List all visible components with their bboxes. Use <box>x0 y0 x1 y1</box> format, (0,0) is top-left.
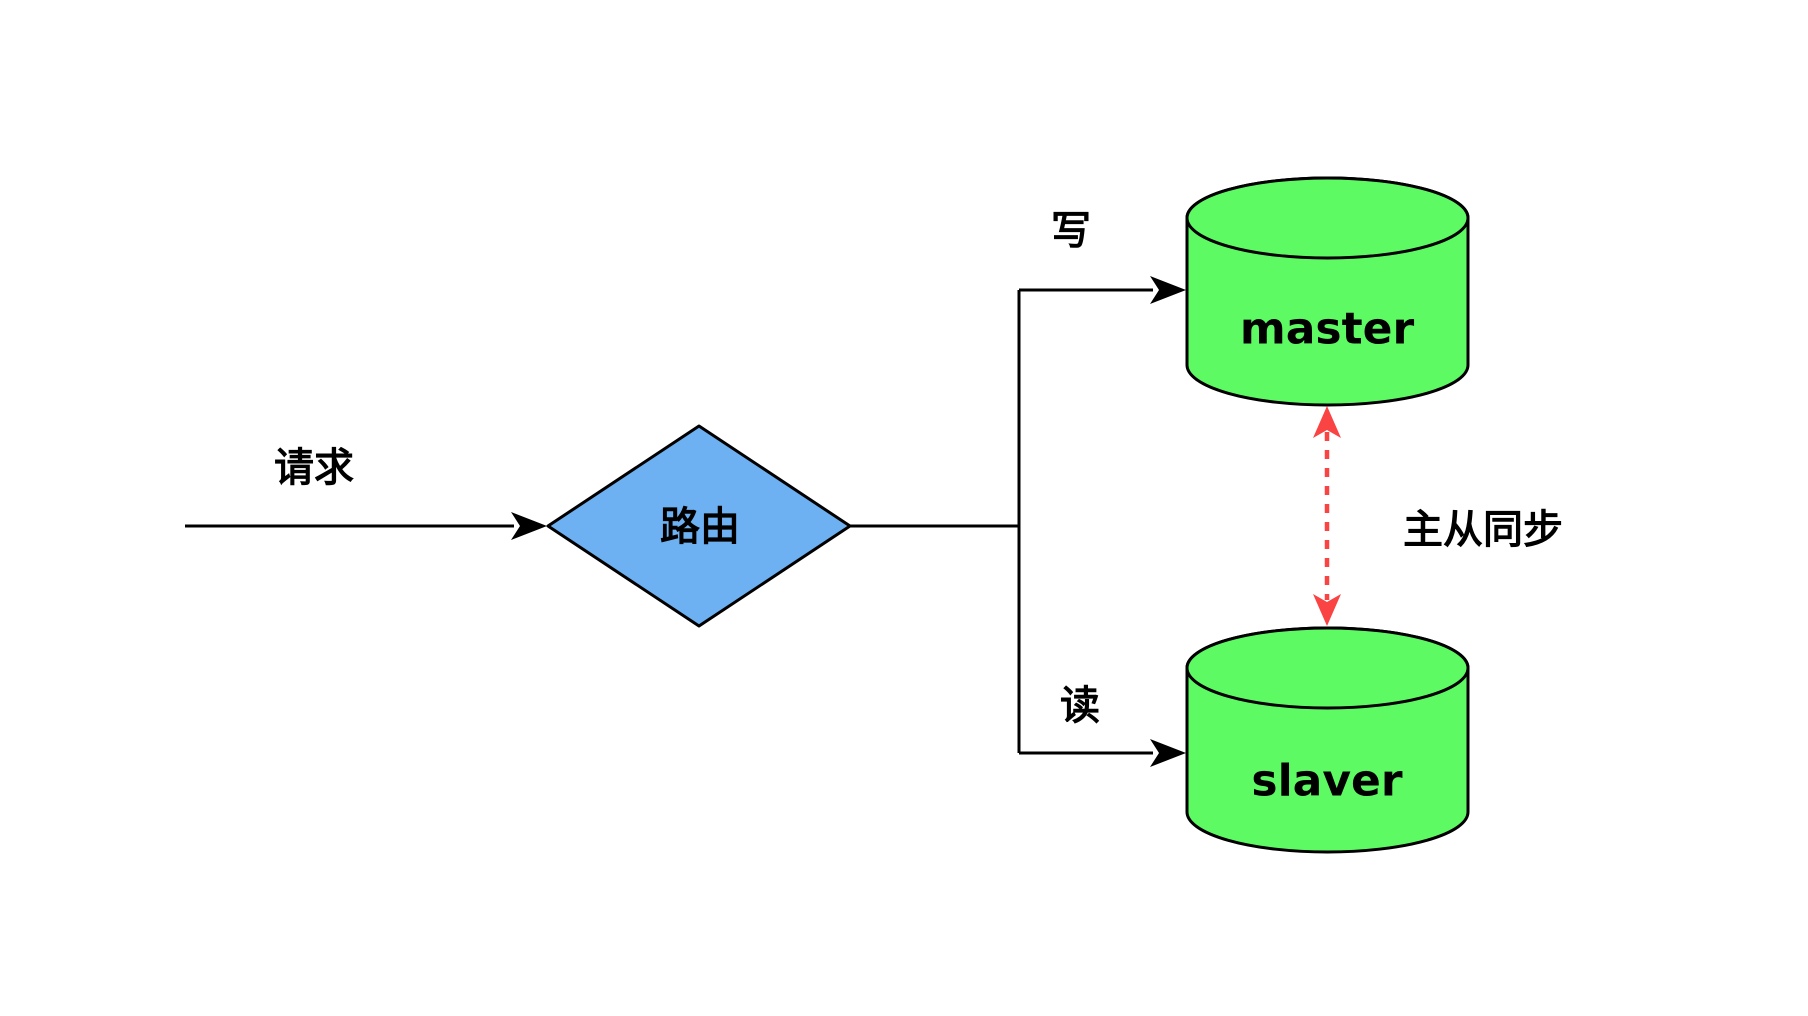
sync-edge-label: 主从同步 <box>1403 507 1563 553</box>
branch-connector <box>850 290 1021 753</box>
request-edge: 请求 <box>185 445 547 540</box>
request-edge-label: 请求 <box>274 445 354 491</box>
master-db-top-ellipse <box>1185 176 1470 260</box>
write-arrowhead-icon <box>1150 276 1186 304</box>
sync-arrowhead-up-icon <box>1313 406 1341 438</box>
write-edge: 写 <box>1019 208 1186 304</box>
read-arrowhead-icon <box>1150 739 1186 767</box>
write-edge-label: 写 <box>1051 208 1091 254</box>
sync-edge: 主从同步 <box>1313 406 1563 626</box>
slaver-db-top-ellipse <box>1185 626 1470 710</box>
sync-arrowhead-down-icon <box>1313 594 1341 626</box>
slaver-node-label: slaver <box>1251 756 1402 807</box>
read-edge-label: 读 <box>1060 683 1100 729</box>
router-node: 路由 <box>546 424 852 628</box>
router-node-label: 路由 <box>660 504 740 550</box>
request-arrowhead-icon <box>511 512 547 540</box>
master-node-label: master <box>1240 304 1415 355</box>
read-edge: 读 <box>1019 683 1186 767</box>
master-node: master <box>1185 176 1470 407</box>
slaver-node: slaver <box>1185 626 1470 854</box>
